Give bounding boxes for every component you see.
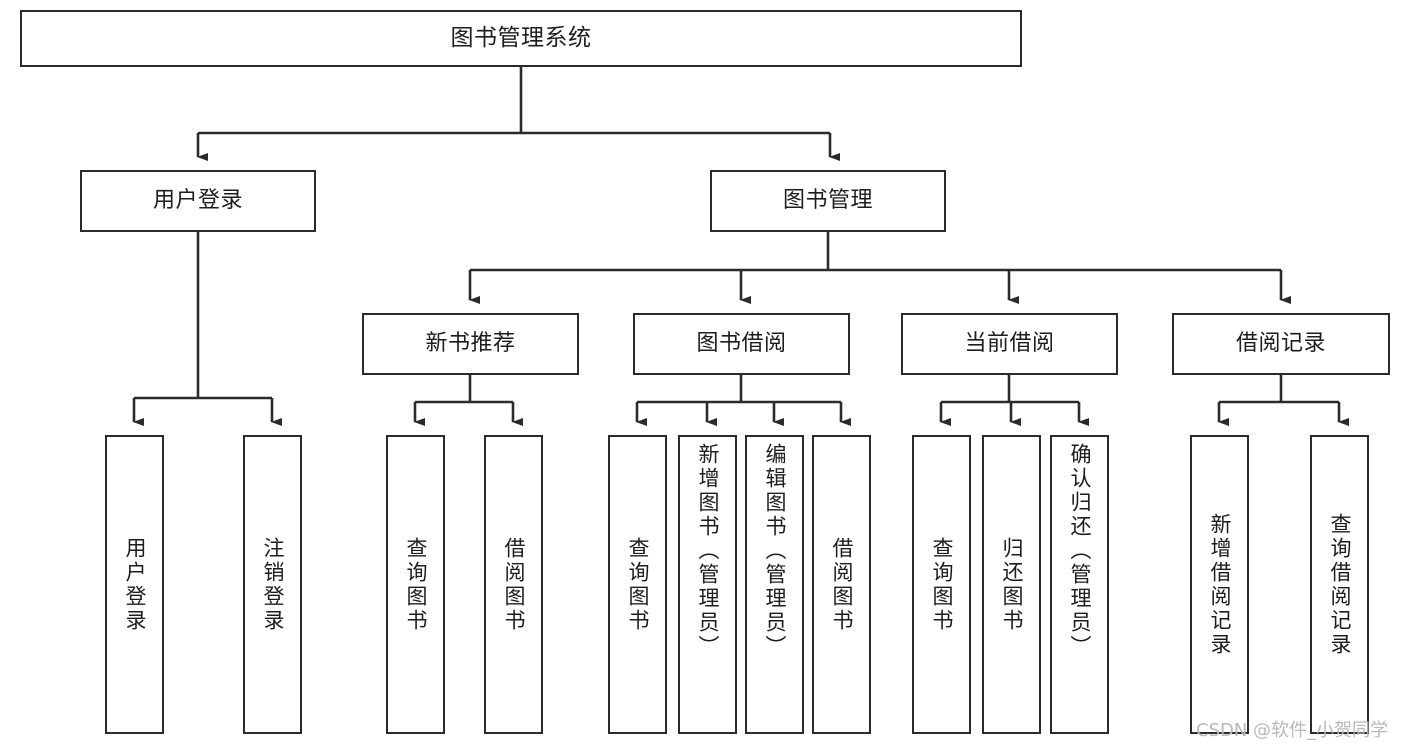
node-leaf-query-book-current[interactable]: 查询图书 — [912, 435, 971, 734]
node-leaf-user-login-label: 用户登录 — [123, 536, 147, 633]
node-new-book-recommend[interactable]: 新书推荐 — [362, 313, 579, 375]
node-leaf-query-book-recommend[interactable]: 查询图书 — [386, 435, 445, 734]
node-current-borrow-label: 当前借阅 — [964, 331, 1055, 357]
node-book-borrow[interactable]: 图书借阅 — [633, 313, 850, 375]
node-leaf-user-login[interactable]: 用户登录 — [105, 435, 164, 734]
node-new-book-recommend-label: 新书推荐 — [425, 331, 516, 357]
node-current-borrow[interactable]: 当前借阅 — [901, 313, 1118, 375]
node-leaf-query-book-recommend-label: 查询图书 — [404, 536, 428, 633]
node-leaf-logout-login[interactable]: 注销登录 — [243, 435, 302, 734]
node-leaf-add-borrow-record-label: 新增借阅记录 — [1208, 512, 1232, 657]
node-leaf-add-borrow-record[interactable]: 新增借阅记录 — [1190, 435, 1249, 734]
node-leaf-query-book-borrow[interactable]: 查询图书 — [608, 435, 667, 734]
node-leaf-return-book-label: 归还图书 — [1000, 536, 1024, 633]
node-leaf-query-borrow-record-label: 查询借阅记录 — [1328, 512, 1352, 657]
node-leaf-edit-book-admin-label: 编辑图书（管理员） — [763, 443, 787, 659]
node-book-manage[interactable]: 图书管理 — [710, 170, 946, 232]
node-leaf-edit-book-admin[interactable]: 编辑图书（管理员） — [745, 435, 804, 734]
node-leaf-confirm-return-admin-label: 确认归还（管理员） — [1068, 443, 1092, 659]
node-leaf-confirm-return-admin[interactable]: 确认归还（管理员） — [1050, 435, 1109, 734]
node-leaf-borrow-book-recommend[interactable]: 借阅图书 — [484, 435, 543, 734]
node-borrow-record[interactable]: 借阅记录 — [1172, 313, 1390, 375]
node-leaf-add-book-admin[interactable]: 新增图书（管理员） — [678, 435, 737, 734]
node-leaf-borrow-book-recommend-label: 借阅图书 — [502, 536, 526, 633]
node-leaf-borrow-book[interactable]: 借阅图书 — [812, 435, 871, 734]
node-user-login-label: 用户登录 — [152, 188, 243, 214]
node-leaf-logout-login-label: 注销登录 — [261, 536, 285, 633]
node-leaf-query-borrow-record[interactable]: 查询借阅记录 — [1310, 435, 1369, 734]
node-leaf-borrow-book-label: 借阅图书 — [830, 536, 854, 633]
node-leaf-query-book-current-label: 查询图书 — [930, 536, 954, 633]
node-book-manage-label: 图书管理 — [782, 188, 873, 214]
node-leaf-return-book[interactable]: 归还图书 — [982, 435, 1041, 734]
node-root-label: 图书管理系统 — [450, 25, 592, 52]
csdn-watermark: CSDN @软件_小贺同学 — [1196, 720, 1389, 741]
node-borrow-record-label: 借阅记录 — [1235, 331, 1326, 357]
node-book-borrow-label: 图书借阅 — [696, 331, 787, 357]
node-user-login[interactable]: 用户登录 — [80, 170, 316, 232]
node-leaf-query-book-borrow-label: 查询图书 — [626, 536, 650, 633]
node-leaf-add-book-admin-label: 新增图书（管理员） — [696, 443, 720, 659]
node-root[interactable]: 图书管理系统 — [20, 10, 1022, 67]
